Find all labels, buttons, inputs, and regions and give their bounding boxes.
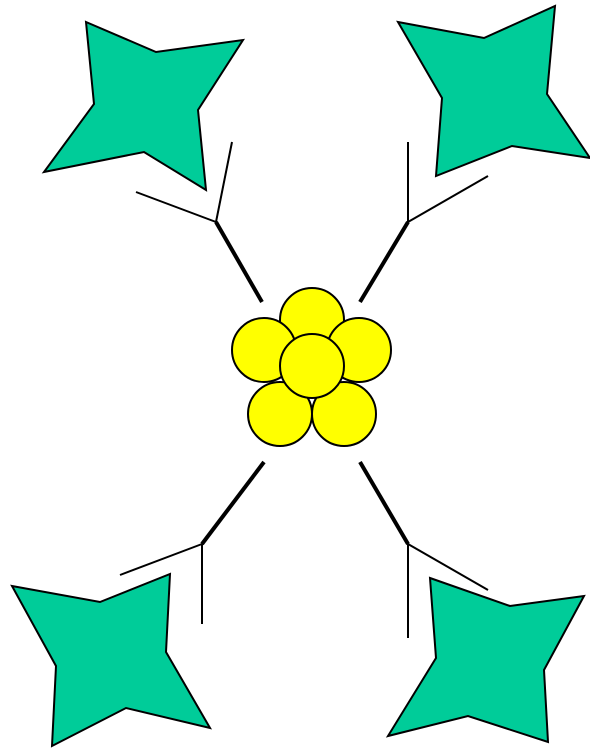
core-sphere xyxy=(280,334,344,398)
